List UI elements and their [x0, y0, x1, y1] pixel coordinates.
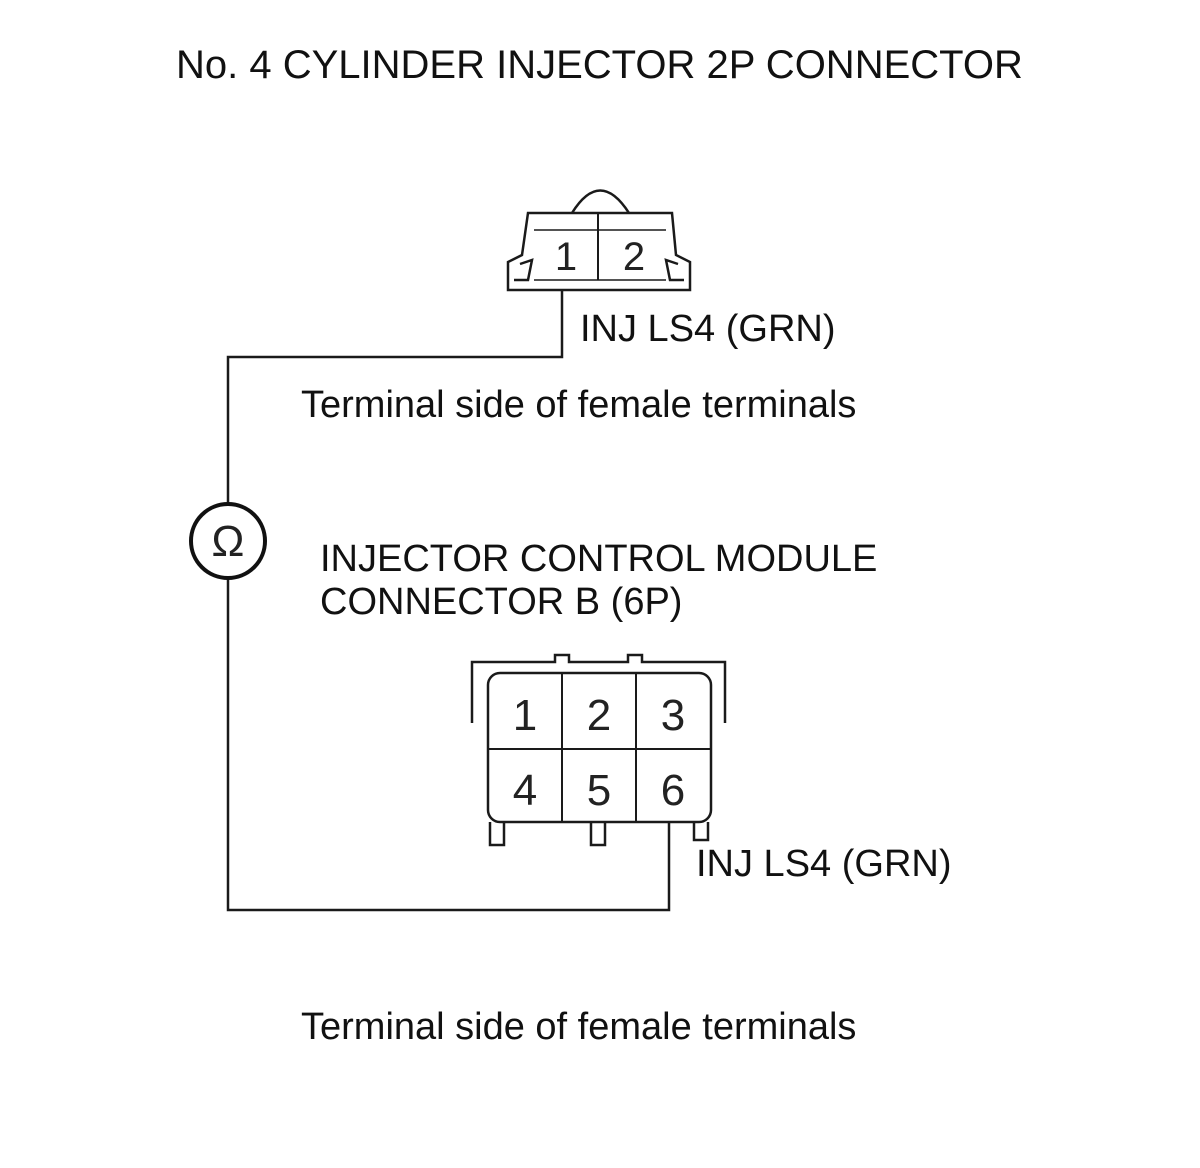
connector-6p-name-line2: CONNECTOR B (6P) [320, 581, 683, 623]
connector-6p-pin-1: 1 [513, 691, 537, 740]
test-lead-wire [226, 290, 671, 912]
connector-2p-view-label: Terminal side of female terminals [301, 384, 857, 426]
connector-6p-pin-4: 4 [513, 766, 537, 815]
connector-2p-pin-2: 2 [623, 235, 645, 279]
connector-2p [506, 189, 692, 292]
ohm-symbol: Ω [212, 517, 245, 566]
connector-2p-pin-1: 1 [555, 235, 577, 279]
ohmmeter-icon: Ω [189, 502, 267, 580]
connector-6p-pin-6: 6 [661, 766, 685, 815]
connector-6p-view-label: Terminal side of female terminals [301, 1006, 857, 1048]
connector-6p-pin-2: 2 [587, 691, 611, 740]
connector-2p-wire-label: INJ LS4 (GRN) [580, 308, 836, 350]
connector-6p-pin-5: 5 [587, 766, 611, 815]
connector-6p-name-line1: INJECTOR CONTROL MODULE [320, 538, 878, 580]
connector-6p-wire-label: INJ LS4 (GRN) [696, 843, 952, 885]
connector-6p [470, 653, 727, 847]
connector-6p-pin-3: 3 [661, 691, 685, 740]
diagram-title: No. 4 CYLINDER INJECTOR 2P CONNECTOR [176, 43, 1023, 87]
